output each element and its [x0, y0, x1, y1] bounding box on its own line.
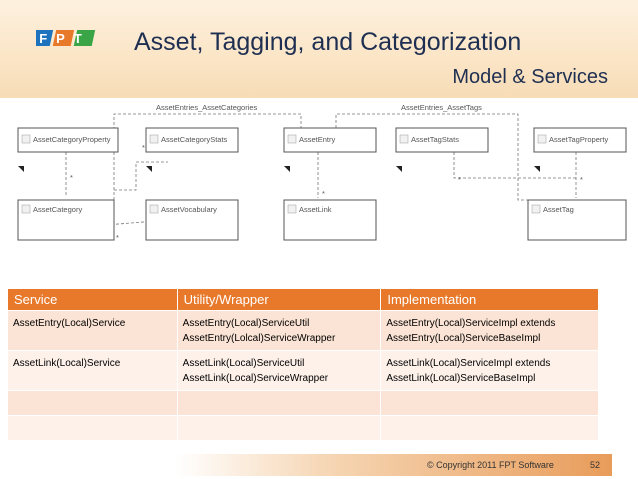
- cell-line: AssetLink(Local)ServiceWrapper: [182, 373, 329, 384]
- copyright-text: © Copyright 2011 FPT Software: [427, 460, 554, 470]
- entity-asset-tag-property: AssetTagProperty: [549, 135, 608, 144]
- service-cell: AssetEntry(Local)Service: [7, 310, 178, 351]
- fpt-logo: FPT: [36, 30, 96, 46]
- cell-line: AssetLink(Local)ServiceBaseImpl: [386, 373, 536, 384]
- page-number: 52: [590, 460, 601, 470]
- entity-asset-category-stats: AssetCategoryStats: [161, 135, 228, 144]
- multiplicity-mark: *: [322, 189, 325, 198]
- empty-cell: [380, 415, 599, 441]
- cell-line: AssetEntry(Local)ServiceImpl extends: [386, 318, 556, 329]
- table-header-row: Service Utility/Wrapper Implementation: [7, 288, 599, 311]
- empty-cell: [176, 415, 382, 441]
- cell-line: AssetLink(Local)ServiceUtil: [182, 358, 305, 369]
- multiplicity-mark: *: [116, 233, 119, 242]
- empty-cell: [7, 415, 178, 441]
- column-header-service: Service: [7, 288, 178, 311]
- multiplicity-mark: *: [458, 175, 461, 184]
- column-header-implementation: Implementation: [380, 288, 599, 311]
- slide-title: Asset, Tagging, and Categorization: [134, 28, 522, 56]
- entity-asset-tag: AssetTag: [543, 205, 574, 214]
- empty-cell: [176, 390, 382, 416]
- slide-header: [0, 0, 638, 98]
- empty-cell: [380, 390, 599, 416]
- cell-line: AssetEntry(Lolcal)ServiceWrapper: [182, 333, 336, 344]
- multiplicity-mark: *: [580, 175, 583, 184]
- logo-text: FPT: [39, 31, 91, 46]
- entity-asset-vocabulary: AssetVocabulary: [161, 205, 217, 214]
- cell-line: AssetEntry(Local)ServiceBaseImpl: [386, 333, 541, 344]
- class-diagram: AssetEntries_AssetCategories AssetEntrie…: [6, 100, 632, 252]
- assoc-label-categories: AssetEntries_AssetCategories: [156, 103, 258, 112]
- footer-bar: [175, 454, 612, 476]
- entity-asset-category-property: AssetCategoryProperty: [33, 135, 111, 144]
- table-row: AssetLink(Local)Service AssetLink(Local)…: [7, 350, 599, 391]
- service-cell: AssetLink(Local)Service: [7, 350, 178, 391]
- column-header-utility: Utility/Wrapper: [176, 288, 382, 311]
- empty-cell: [7, 390, 178, 416]
- entity-asset-link: AssetLink: [299, 205, 332, 214]
- entity-asset-category: AssetCategory: [33, 205, 82, 214]
- cell-line: AssetEntry(Local)ServiceUtil: [182, 318, 310, 329]
- multiplicity-mark: *: [70, 173, 73, 182]
- slide-subtitle: Model & Services: [452, 66, 608, 88]
- entity-asset-entry: AssetEntry: [299, 135, 336, 144]
- empty-table-row: [7, 415, 599, 441]
- corner-arrow-icons: [18, 166, 540, 172]
- cell-line: AssetLink(Local)ServiceImpl extends: [386, 358, 551, 369]
- entity-asset-tag-stats: AssetTagStats: [411, 135, 459, 144]
- services-table: Service Utility/Wrapper Implementation A…: [7, 288, 599, 441]
- empty-table-row: [7, 390, 599, 416]
- table-row: AssetEntry(Local)Service AssetEntry(Loca…: [7, 310, 599, 351]
- multiplicity-mark: *: [142, 143, 145, 152]
- cell-text: AssetEntry(Local)Service: [13, 318, 126, 329]
- cell-text: AssetLink(Local)Service: [13, 358, 121, 369]
- assoc-label-tags: AssetEntries_AssetTags: [401, 103, 482, 112]
